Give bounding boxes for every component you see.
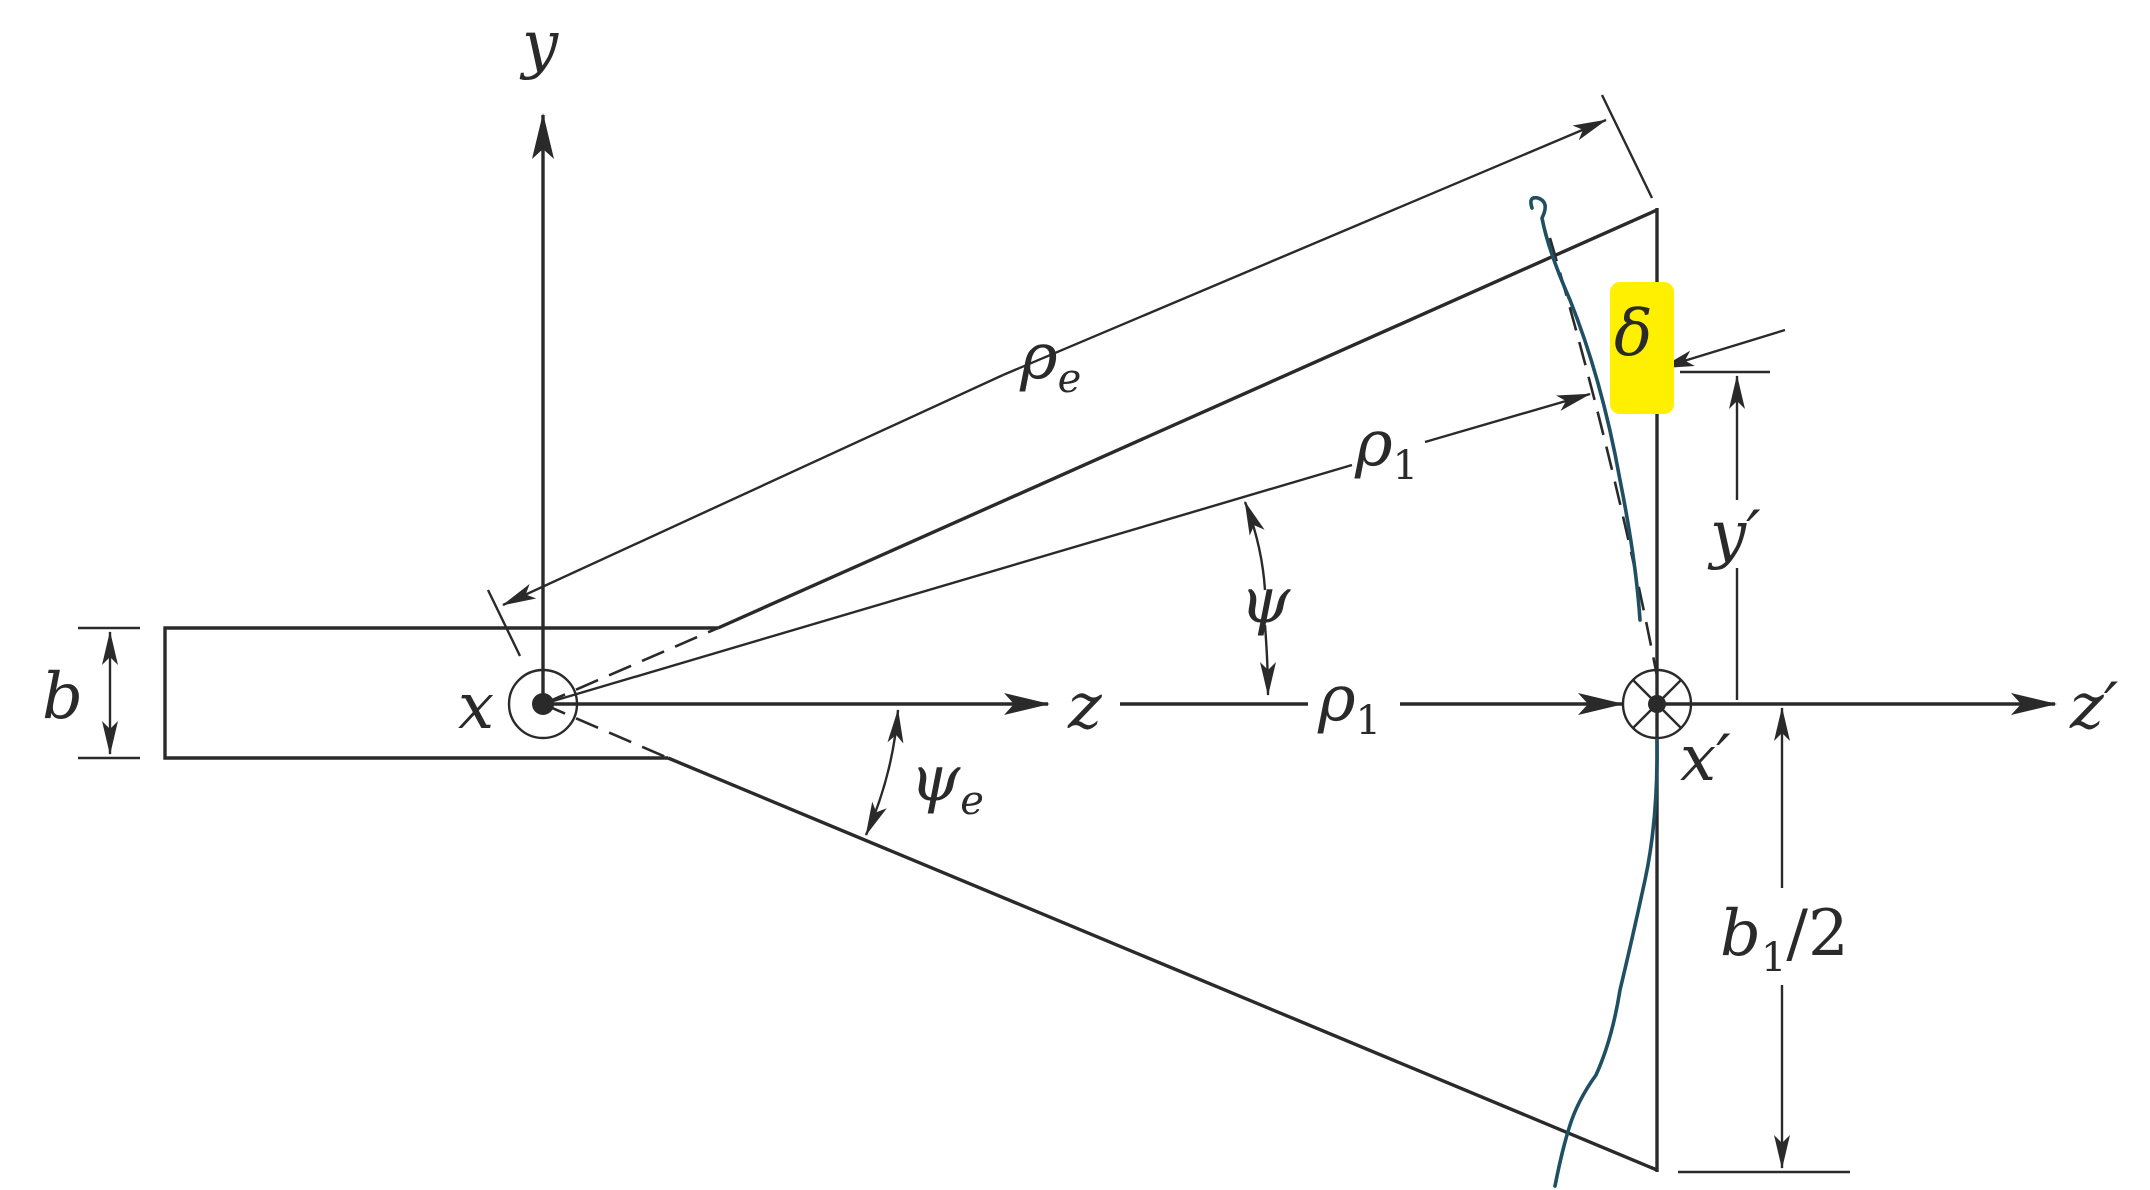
label-b: b — [42, 660, 83, 734]
psi-arc-upper — [1243, 501, 1267, 591]
label-psi: ψ — [1240, 564, 1291, 638]
rho-e-dimension-line-lower — [502, 373, 1004, 607]
label-psi-e: ψe — [910, 742, 984, 824]
label-delta: δ — [1614, 297, 1653, 371]
label-z: z — [1067, 670, 1103, 744]
label-y: y — [519, 8, 559, 82]
handwritten-curve — [1529, 195, 1659, 1188]
label-x: x — [458, 670, 494, 744]
label-b1-half: b1/2 — [1720, 897, 1849, 981]
waveguide-top-dashed — [542, 626, 719, 706]
delta-pointer — [1660, 328, 1786, 370]
label-rho-e: ρe — [1019, 320, 1081, 402]
rho1-ray-arrow — [1424, 392, 1591, 444]
label-rho-1-upper: ρ1 — [1354, 407, 1418, 489]
label-z-prime: z′ — [2069, 670, 2119, 744]
label-rho-1-axis: ρ1 — [1317, 662, 1381, 744]
rho-e-dimension-line — [1002, 118, 1607, 377]
waveguide-outline — [163, 626, 718, 760]
horn-upper-wall — [717, 208, 1658, 630]
psi-arc-lower — [1259, 624, 1276, 696]
label-x-prime: x′ — [1680, 722, 1731, 796]
rho1-ray — [542, 463, 1353, 706]
horn-lower-wall — [667, 756, 1658, 1172]
rho-e-tick-bottom — [486, 589, 522, 657]
source-point-x — [507, 668, 579, 740]
delta-highlight — [1610, 282, 1674, 414]
label-y-prime: y′ — [1707, 498, 1761, 572]
waveguide-bottom-dashed — [542, 702, 669, 760]
psi-e-arc — [864, 709, 904, 836]
rho-e-tick-top — [1600, 94, 1654, 199]
aperture-center-x-prime — [1621, 668, 1693, 740]
phase-arc-dashed — [1548, 237, 1659, 677]
